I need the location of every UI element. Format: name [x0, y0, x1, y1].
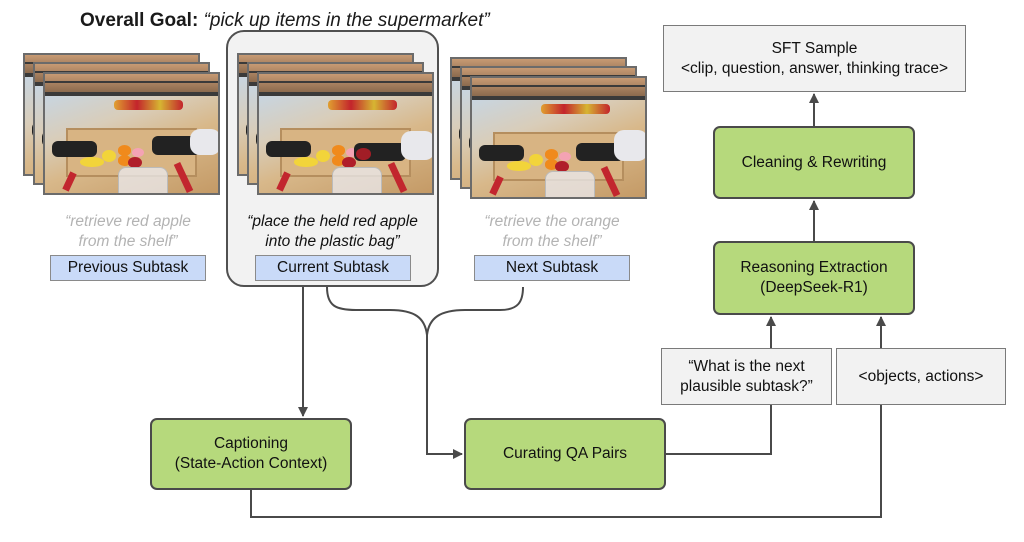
sft-sample-box: SFT Sample <clip, question, answer, thin…: [663, 25, 966, 92]
overall-goal: Overall Goal: “pick up items in the supe…: [80, 10, 490, 32]
next-subtask-line-2: from the shelf”: [502, 233, 602, 250]
next-subtask-description: “retrieve the orange from the shelf”: [452, 212, 652, 252]
question-line-1: “What is the next: [688, 357, 805, 375]
current-subtask-label: Current Subtask: [255, 255, 411, 281]
cleaning-rewriting-box: Cleaning & Rewriting: [713, 126, 915, 199]
captioning-subtitle: (State-Action Context): [174, 455, 328, 472]
current-subtask-description: “place the held red apple into the plast…: [226, 212, 439, 252]
reasoning-extraction-box: Reasoning Extraction (DeepSeek-R1): [713, 241, 915, 315]
video-frame-3: [257, 72, 434, 195]
video-frame-3: [43, 72, 220, 195]
question-box: “What is the next plausible subtask?”: [661, 348, 832, 405]
brace-current-next: [326, 286, 524, 336]
next-subtask-line-1: “retrieve the orange: [484, 213, 620, 230]
next-subtask-label: Next Subtask: [474, 255, 630, 281]
previous-subtask-line-1: “retrieve red apple: [65, 213, 191, 230]
line-captioning-to-objects: [250, 405, 882, 518]
captioning-box: Captioning (State-Action Context): [150, 418, 352, 490]
current-subtask-line-1: “place the held red apple: [247, 213, 418, 230]
question-line-2: plausible subtask?”: [680, 377, 813, 395]
overall-goal-label: Overall Goal:: [80, 10, 199, 31]
previous-subtask-label: Previous Subtask: [50, 255, 206, 281]
current-subtask-line-2: into the plastic bag”: [265, 233, 400, 250]
reasoning-title: Reasoning Extraction: [740, 259, 888, 276]
curating-title: Curating QA Pairs: [502, 445, 628, 462]
arrow-to-curating: [426, 335, 463, 459]
line-curating-to-question: [666, 405, 772, 455]
cleaning-title: Cleaning & Rewriting: [741, 153, 887, 171]
reasoning-subtitle: (DeepSeek-R1): [760, 279, 868, 296]
video-frame-3: [470, 76, 647, 199]
sft-fields: <clip, question, answer, thinking trace>: [680, 59, 949, 77]
sft-title: SFT Sample: [771, 39, 858, 57]
overall-goal-text: “pick up items in the supermarket”: [203, 10, 490, 31]
objects-actions-text: <objects, actions>: [858, 367, 984, 385]
objects-actions-box: <objects, actions>: [836, 348, 1006, 405]
curating-qa-pairs-box: Curating QA Pairs: [464, 418, 666, 490]
previous-subtask-line-2: from the shelf”: [78, 233, 178, 250]
previous-subtask-description: “retrieve red apple from the shelf”: [30, 212, 226, 252]
captioning-title: Captioning: [213, 435, 289, 452]
